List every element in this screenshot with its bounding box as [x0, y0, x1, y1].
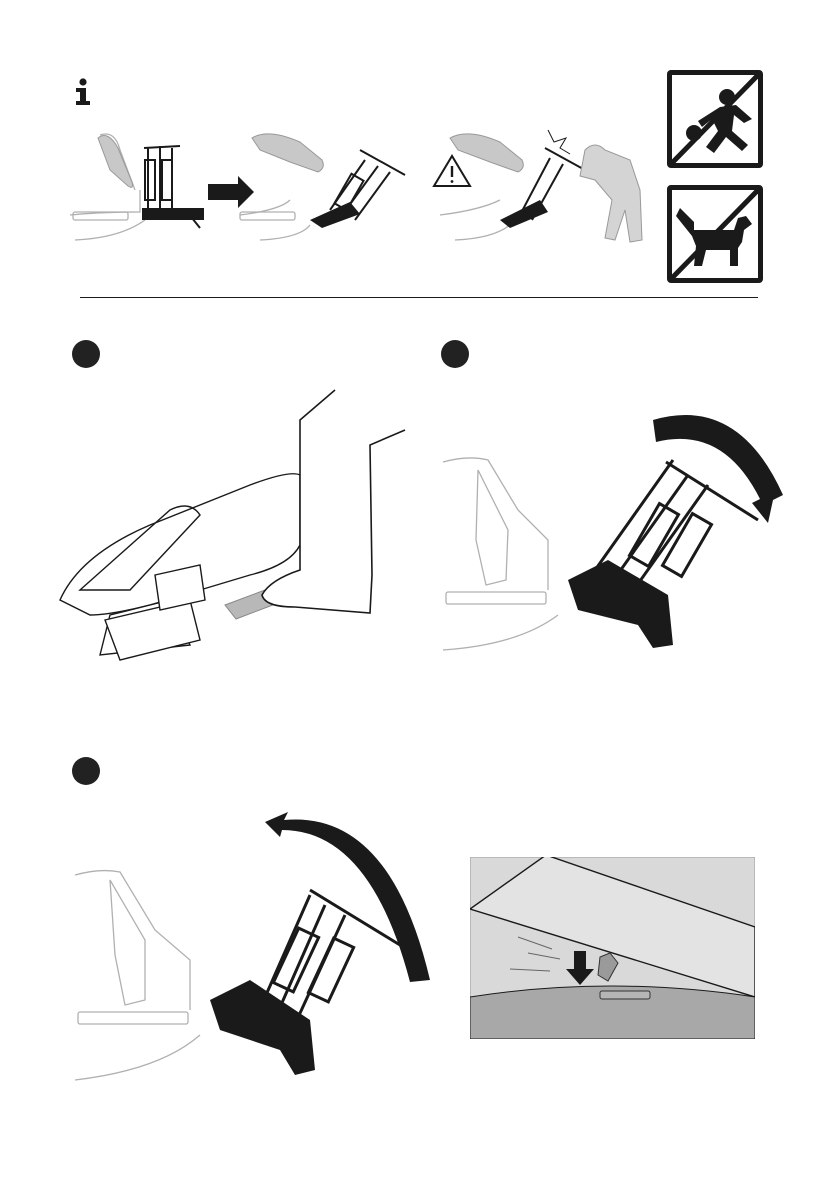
info-icon [72, 78, 94, 106]
carrier-base [142, 208, 204, 220]
no-dogs-icon [667, 185, 763, 283]
person-bent-over [580, 145, 642, 242]
curved-arrow-down [653, 415, 783, 523]
hatch-panel-1 [98, 136, 133, 188]
tailgate-warning-strip [60, 120, 660, 260]
carrier-base-down [568, 560, 673, 648]
car-open-hatch-2 [240, 200, 310, 240]
tilt-carrier-up-illustration [70, 800, 450, 1090]
section-divider [80, 297, 758, 298]
hatch-panel-2 [252, 134, 323, 172]
carrier-base-tilted [310, 202, 360, 228]
hatch-panel-3 [450, 134, 523, 172]
latch-plate [600, 991, 650, 999]
bike-carrier-upright [144, 146, 180, 215]
no-children-playing-icon [667, 70, 763, 168]
step-3-marker [72, 757, 100, 785]
step-1-marker [72, 340, 100, 368]
warning-triangle-icon [434, 156, 470, 186]
step-2-marker [441, 340, 469, 368]
tilt-carrier-down-illustration [438, 400, 788, 670]
right-arrow-icon [208, 176, 254, 208]
foot-pressing-pedal-illustration [50, 375, 420, 675]
pedal-latch-detail [470, 857, 755, 1039]
carrier-base-up [210, 980, 315, 1075]
curved-arrow-up [265, 812, 430, 982]
